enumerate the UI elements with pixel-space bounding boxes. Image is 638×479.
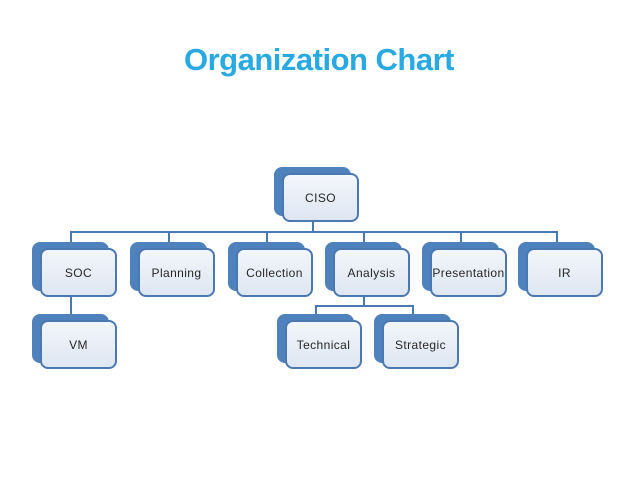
org-node-strategic: Strategic [374, 314, 459, 369]
node-label: CISO [305, 190, 336, 205]
org-node-collection: Collection [228, 242, 313, 297]
node-box: IR [526, 248, 603, 297]
connector-level2-horizontal [69, 231, 558, 233]
node-label: Strategic [395, 337, 446, 352]
node-label: Analysis [347, 265, 396, 280]
org-node-technical: Technical [277, 314, 362, 369]
node-box: Planning [138, 248, 215, 297]
org-node-vm: VM [32, 314, 117, 369]
node-box: Collection [236, 248, 313, 297]
connector-stub-planning [167, 233, 170, 242]
org-node-ciso: CISO [274, 167, 359, 222]
slide-title: Organization Chart [183, 42, 455, 77]
connector-stub-strategic [411, 307, 414, 314]
connector-stub-technical [314, 307, 317, 314]
node-label: VM [69, 337, 88, 352]
node-label: SOC [64, 265, 93, 280]
node-box: Presentation [430, 248, 507, 297]
connector-ciso-down [311, 222, 314, 233]
connector-stub-soc [69, 233, 72, 242]
node-label: Technical [296, 337, 351, 352]
connector-stub-ir [555, 233, 558, 242]
connector-stub-analysis [362, 233, 365, 242]
node-label: Planning [151, 265, 202, 280]
node-box: CISO [282, 173, 359, 222]
org-node-presentation: Presentation [422, 242, 507, 297]
node-box: Technical [285, 320, 362, 369]
connector-stub-presentation [459, 233, 462, 242]
node-box: VM [40, 320, 117, 369]
node-box: Strategic [382, 320, 459, 369]
node-box: SOC [40, 248, 117, 297]
org-node-ir: IR [518, 242, 603, 297]
org-node-planning: Planning [130, 242, 215, 297]
connector-stub-collection [265, 233, 268, 242]
org-node-analysis: Analysis [325, 242, 410, 297]
node-label: Collection [246, 265, 303, 280]
connector-soc-vm [69, 297, 72, 314]
connector-level3-horizontal [314, 305, 414, 307]
node-label: Presentation [432, 265, 505, 280]
org-node-soc: SOC [32, 242, 117, 297]
node-label: IR [558, 265, 571, 280]
connector-analysis-down [362, 297, 365, 307]
node-box: Analysis [333, 248, 410, 297]
